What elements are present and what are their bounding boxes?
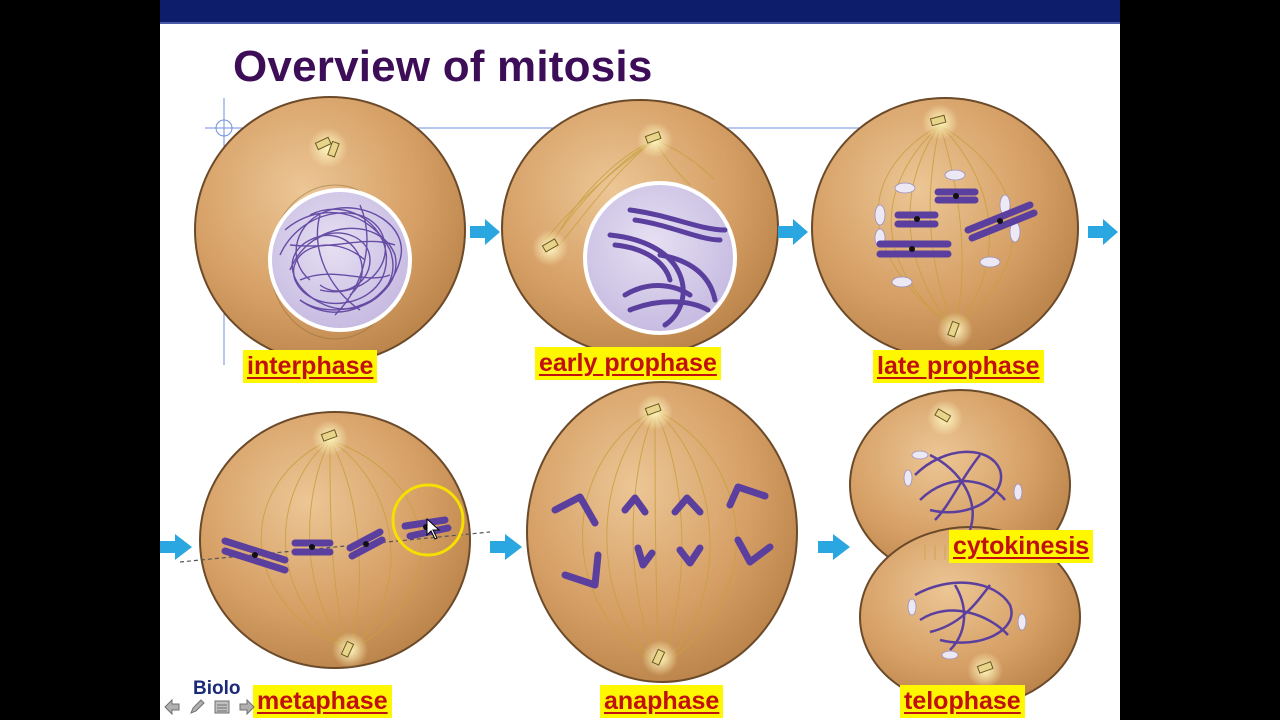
cell-early-prophase xyxy=(502,100,778,356)
arrow-right-icon xyxy=(818,534,850,560)
menu-icon[interactable] xyxy=(212,697,232,717)
slide: Overview of mitosis xyxy=(160,0,1120,720)
centrosome-icon xyxy=(332,632,368,668)
label-anaphase: anaphase xyxy=(600,685,723,718)
cell-late-prophase xyxy=(812,98,1078,358)
centrosome-icon xyxy=(642,640,678,676)
arrow-right-icon xyxy=(490,534,522,560)
label-early-prophase: early prophase xyxy=(535,347,721,380)
centrosome-icon xyxy=(927,400,963,436)
centrosome-icon xyxy=(637,122,673,158)
arrow-right-icon xyxy=(160,534,192,560)
arrow-right-icon xyxy=(778,219,808,245)
label-cytokinesis: cytokinesis xyxy=(949,530,1093,563)
centrosome-icon xyxy=(922,104,958,140)
centrosome-icon xyxy=(967,652,1003,688)
centrosome-icon xyxy=(532,230,568,266)
centrosome-icon xyxy=(637,394,673,430)
cell-interphase xyxy=(195,97,465,363)
arrow-right-icon xyxy=(1088,219,1118,245)
cell-anaphase xyxy=(527,382,797,682)
slideshow-controls xyxy=(162,694,262,720)
label-late-prophase: late prophase xyxy=(873,350,1044,383)
centrosome-icon xyxy=(937,312,973,348)
centrosome-icon xyxy=(312,420,348,456)
label-metaphase: metaphase xyxy=(253,685,392,718)
arrow-right-icon[interactable] xyxy=(237,697,257,717)
arrow-right-icon xyxy=(470,219,500,245)
label-interphase: interphase xyxy=(243,350,377,383)
cell-metaphase xyxy=(180,412,490,668)
label-telophase: telophase xyxy=(900,685,1025,718)
pen-icon[interactable] xyxy=(187,697,207,717)
arrow-left-icon[interactable] xyxy=(162,697,182,717)
centrosome-icon xyxy=(308,128,348,168)
